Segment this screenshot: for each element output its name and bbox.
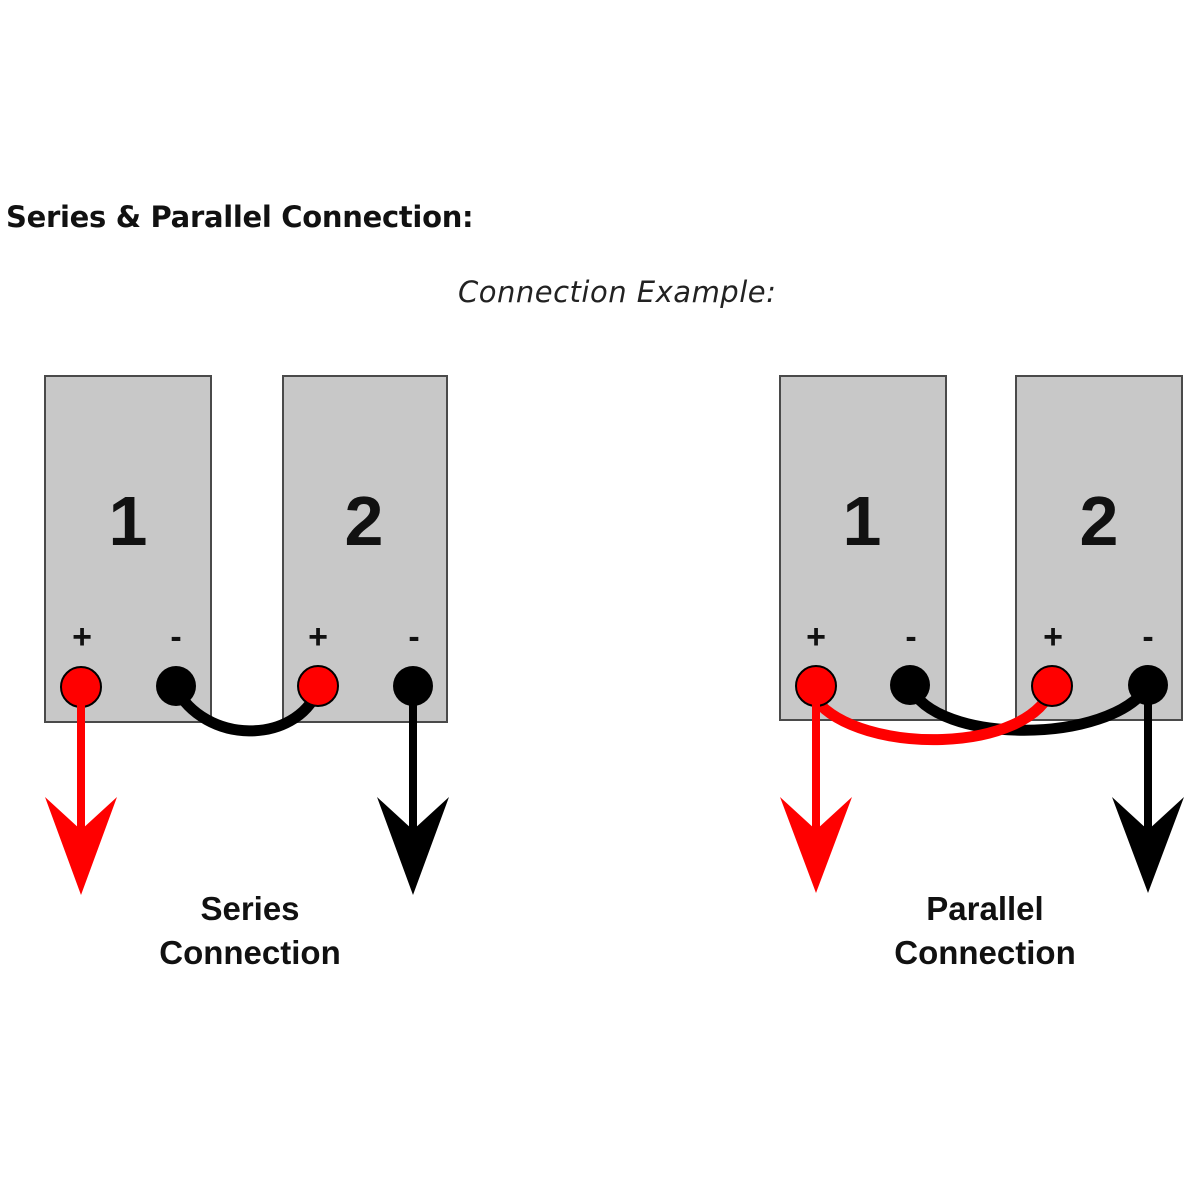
parallel-label-line2: Connection bbox=[894, 934, 1075, 971]
parallel-label-line1: Parallel bbox=[926, 890, 1043, 927]
battery-number: 1 bbox=[843, 482, 882, 560]
parallel-battery-2: 2 + - bbox=[1015, 375, 1183, 721]
negative-terminal bbox=[1128, 665, 1168, 705]
negative-terminal bbox=[393, 666, 433, 706]
page-subheading: Connection Example: bbox=[458, 275, 777, 309]
battery-number: 2 bbox=[345, 482, 384, 560]
minus-sign: - bbox=[170, 618, 181, 656]
negative-terminal bbox=[890, 665, 930, 705]
parallel-battery-1: 1 + - bbox=[779, 375, 947, 721]
battery-body bbox=[44, 375, 212, 723]
negative-arrow-icon bbox=[377, 797, 449, 895]
parallel-positive-jumper-wire bbox=[810, 680, 1059, 746]
minus-sign: - bbox=[408, 618, 419, 656]
series-jumper-wire bbox=[169, 681, 324, 737]
positive-arrow-icon bbox=[780, 797, 852, 893]
plus-sign: + bbox=[72, 618, 92, 656]
plus-sign: + bbox=[1043, 618, 1063, 656]
series-diagram: 1 + - 2 + - Series Connection bbox=[44, 375, 449, 971]
series-label-line2: Connection bbox=[159, 934, 340, 971]
series-battery-2: 2 + - bbox=[282, 375, 448, 723]
battery-number: 1 bbox=[109, 482, 148, 560]
plus-sign: + bbox=[308, 618, 328, 656]
series-label-line1: Series bbox=[200, 890, 299, 927]
parallel-negative-jumper-wire bbox=[904, 680, 1154, 736]
negative-terminal bbox=[156, 666, 196, 706]
positive-arrow-icon bbox=[45, 797, 117, 895]
parallel-diagram: 1 + - 2 + - Parallel Connection bbox=[779, 375, 1184, 971]
battery-body bbox=[282, 375, 448, 723]
battery-number: 2 bbox=[1080, 482, 1119, 560]
battery-body bbox=[1015, 375, 1183, 721]
minus-sign: - bbox=[905, 618, 916, 656]
series-battery-1: 1 + - bbox=[44, 375, 212, 723]
minus-sign: - bbox=[1142, 618, 1153, 656]
positive-terminal bbox=[1031, 665, 1073, 707]
plus-sign: + bbox=[806, 618, 826, 656]
battery-body bbox=[779, 375, 947, 721]
positive-terminal bbox=[297, 665, 339, 707]
page-heading: Series & Parallel Connection: bbox=[6, 200, 474, 234]
negative-arrow-icon bbox=[1112, 797, 1184, 893]
